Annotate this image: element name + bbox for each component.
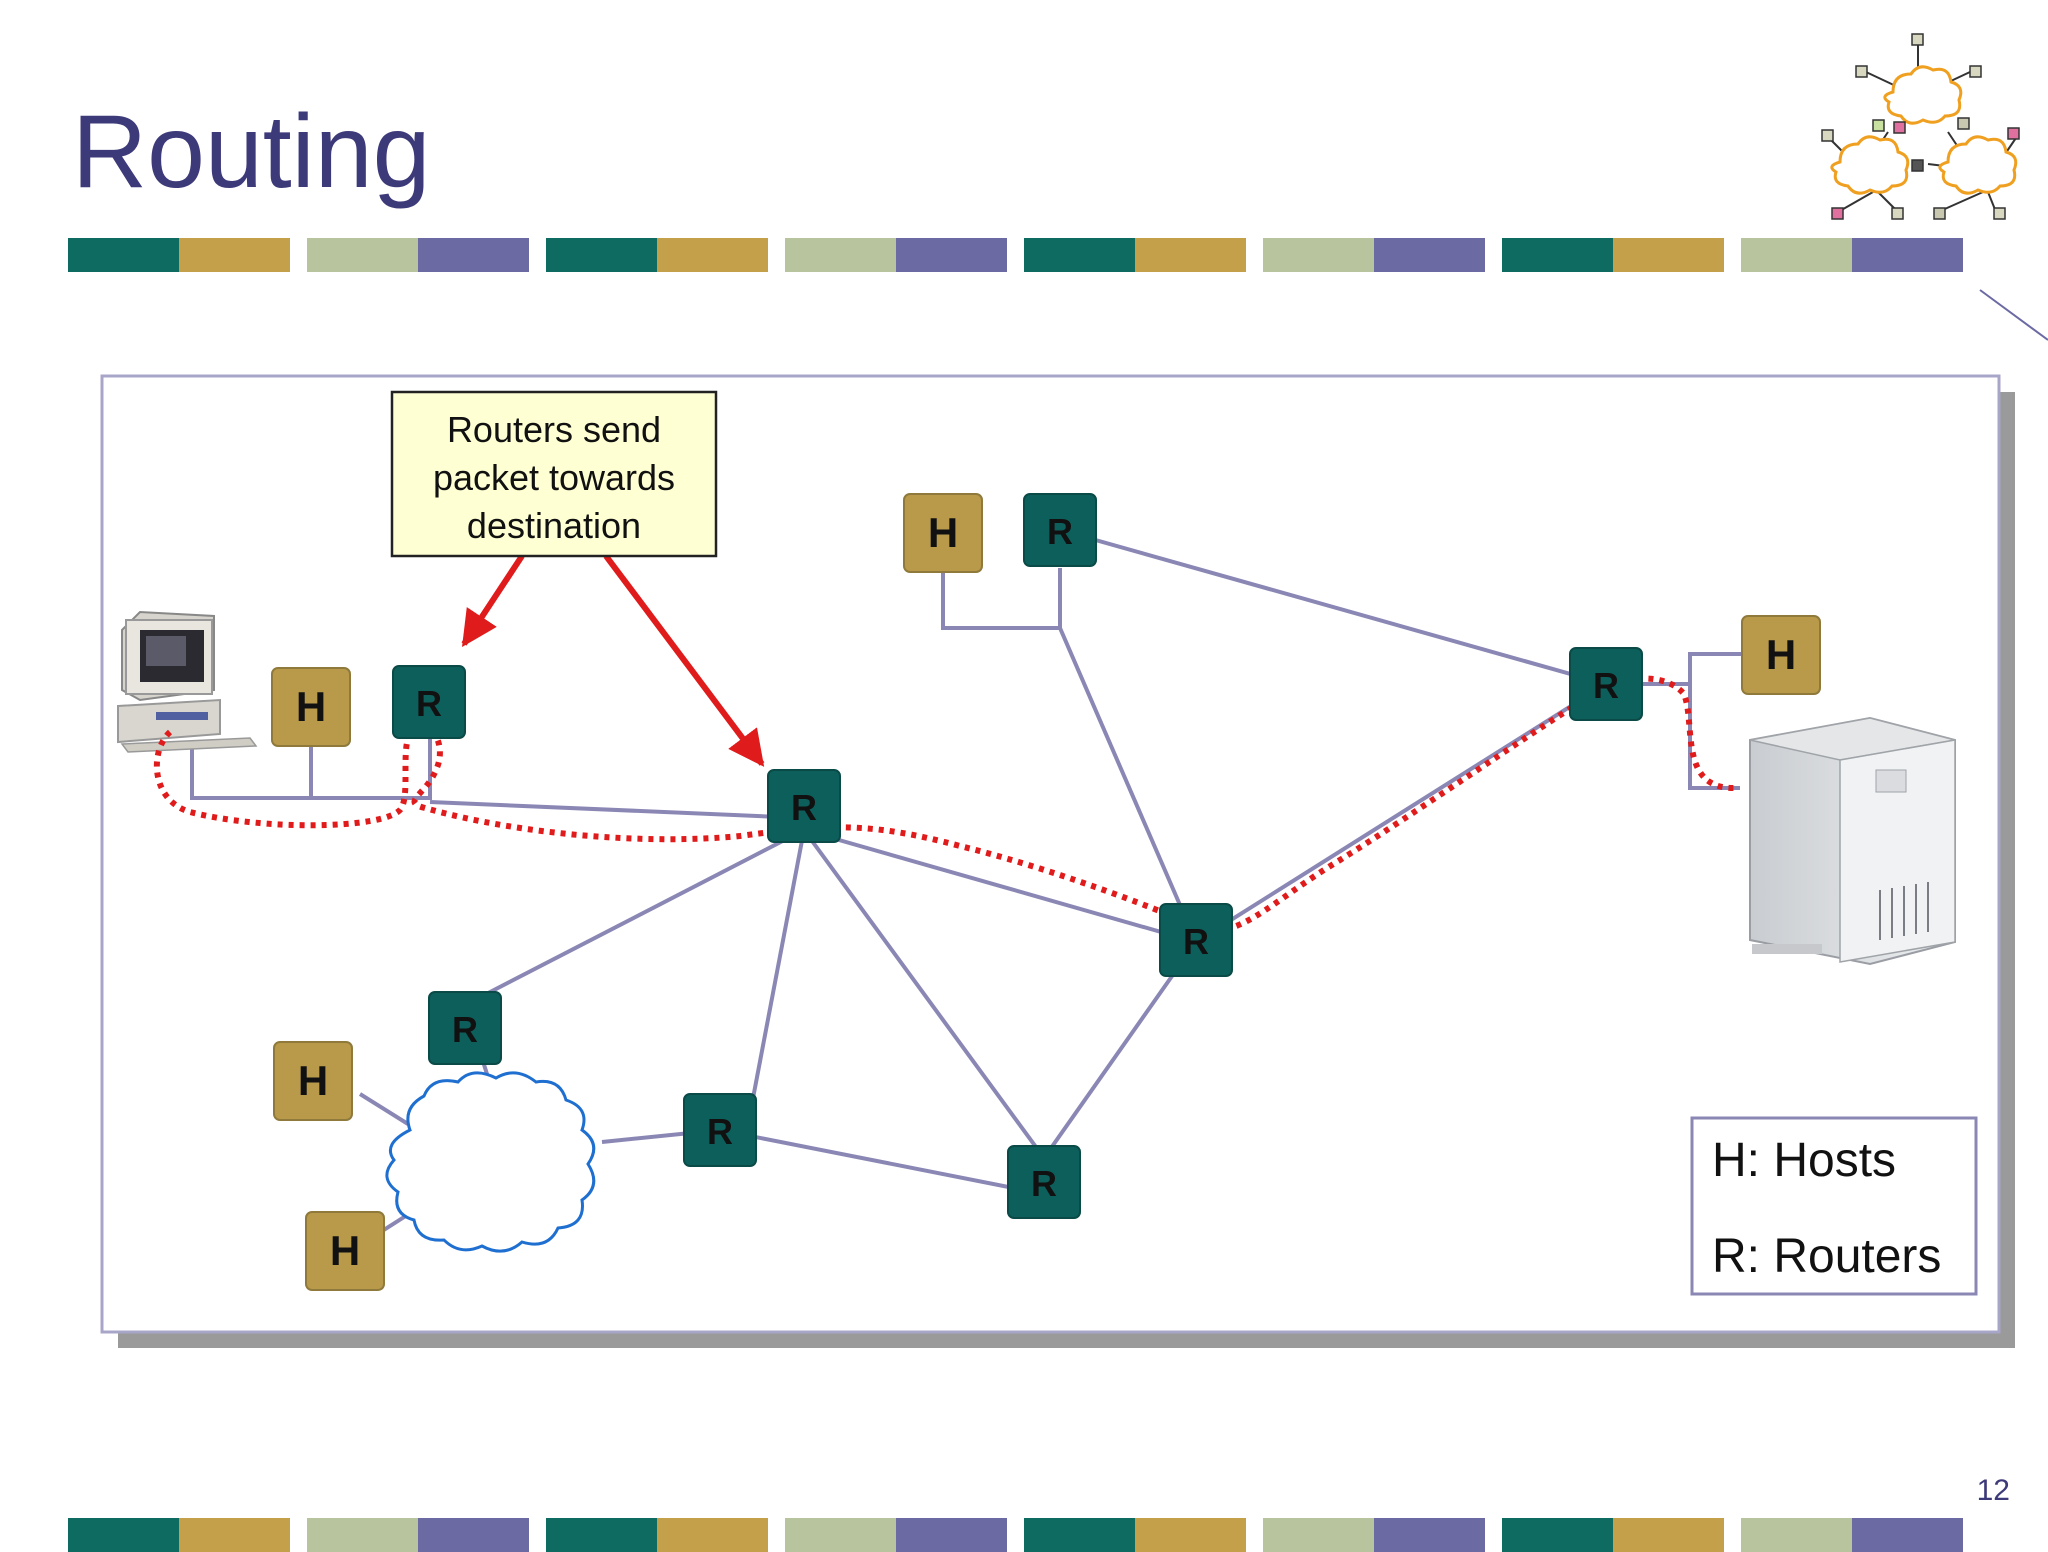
host-node: H <box>271 667 351 747</box>
callout-line-2: packet towards <box>433 457 675 498</box>
page-number: 12 <box>1976 1474 2010 1507</box>
stripe-segment <box>307 238 418 272</box>
network-clouds-logo-icon <box>1821 33 2020 220</box>
decorative-stripe-top <box>0 238 2048 272</box>
stripe-segment <box>1852 238 1963 272</box>
router-label: R <box>1047 511 1073 552</box>
host-label: H <box>928 509 958 556</box>
stripe-segment <box>546 238 657 272</box>
router-label: R <box>1183 921 1209 962</box>
router-node: R <box>767 769 841 843</box>
host-label: H <box>296 683 326 730</box>
router-node: R <box>392 665 466 739</box>
stripe-segment <box>896 238 1007 272</box>
stripe-segment <box>1374 238 1485 272</box>
routers: R R R R R R R R <box>392 493 1643 1219</box>
host-node: H <box>1741 615 1821 695</box>
host-label: H <box>1766 631 1796 678</box>
stripe-segment <box>1613 238 1724 272</box>
router-label: R <box>1593 665 1619 706</box>
router-node: R <box>1023 493 1097 567</box>
host-label: H <box>298 1057 328 1104</box>
hosts: H H H H H <box>271 493 1821 1291</box>
stripe-segment <box>179 238 290 272</box>
stripe-segment <box>785 238 896 272</box>
router-label: R <box>452 1009 478 1050</box>
router-label: R <box>707 1111 733 1152</box>
stripe-segment <box>68 238 179 272</box>
host-node: H <box>305 1211 385 1291</box>
host-node: H <box>273 1041 353 1121</box>
decorative-line <box>1979 289 2048 341</box>
router-node: R <box>1007 1145 1081 1219</box>
router-node: R <box>1159 903 1233 977</box>
router-node: R <box>1569 647 1643 721</box>
stripe-segment <box>1024 238 1135 272</box>
host-node: H <box>903 493 983 573</box>
callout-arrows <box>461 554 765 767</box>
cloud-icon <box>385 1071 596 1253</box>
desktop-computer-icon <box>117 610 258 753</box>
stripe-segment <box>1741 238 1852 272</box>
stripe-segment <box>1263 238 1374 272</box>
router-label: R <box>416 683 442 724</box>
callout-box: Routers send packet towards destination <box>390 390 718 558</box>
legend-hosts: H: Hosts <box>1712 1134 1896 1187</box>
callout-line-1: Routers send <box>447 409 661 450</box>
server-tower-icon <box>1749 716 1956 966</box>
slide-title: Routing <box>72 94 431 210</box>
host-label: H <box>330 1227 360 1274</box>
stripe-segment <box>418 238 529 272</box>
callout-line-3: destination <box>467 505 641 546</box>
legend-box: H: Hosts R: Routers <box>1690 1116 1978 1296</box>
stripe-segment <box>657 238 768 272</box>
legend-routers: R: Routers <box>1712 1230 1941 1283</box>
router-label: R <box>791 787 817 828</box>
stripe-segment <box>1502 238 1613 272</box>
router-node: R <box>683 1093 757 1167</box>
router-node: R <box>428 991 502 1065</box>
router-label: R <box>1031 1163 1057 1204</box>
stripe-segment <box>1135 238 1246 272</box>
